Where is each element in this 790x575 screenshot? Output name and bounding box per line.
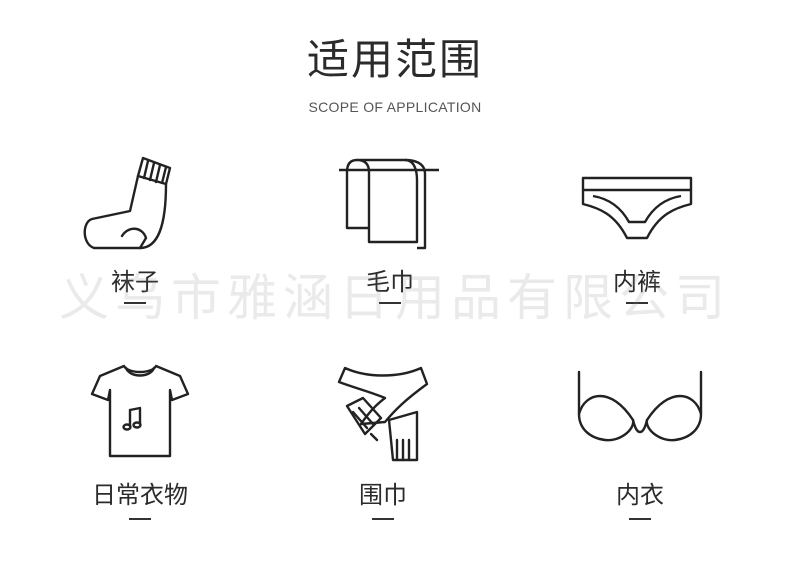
category-label: 内裤: [613, 268, 661, 296]
bra-icon: [577, 370, 703, 442]
category-daily-clothes: 日常衣物: [40, 360, 240, 540]
category-bra: 内衣: [540, 360, 740, 540]
tshirt-icon: [90, 364, 190, 458]
divider: [129, 518, 151, 520]
category-sock: 袜子: [35, 150, 235, 320]
towel-icon: [339, 158, 439, 250]
page-title: 适用范围: [306, 35, 483, 84]
divider: [626, 302, 648, 304]
category-scarf: 围巾: [283, 360, 483, 540]
page-subtitle: SCOPE OF APPLICATION: [308, 99, 482, 115]
divider: [124, 302, 146, 304]
divider: [372, 518, 394, 520]
scarf-icon: [337, 366, 429, 462]
category-label: 袜子: [111, 268, 159, 296]
divider: [379, 302, 401, 304]
category-label: 围巾: [359, 481, 407, 509]
category-label: 日常衣物: [92, 481, 188, 509]
category-underpants: 内裤: [537, 150, 737, 320]
category-label: 内衣: [616, 481, 664, 509]
divider: [629, 518, 651, 520]
category-label: 毛巾: [366, 268, 414, 296]
sock-icon: [83, 156, 172, 250]
category-towel: 毛巾: [290, 150, 490, 320]
underpants-icon: [581, 176, 693, 240]
